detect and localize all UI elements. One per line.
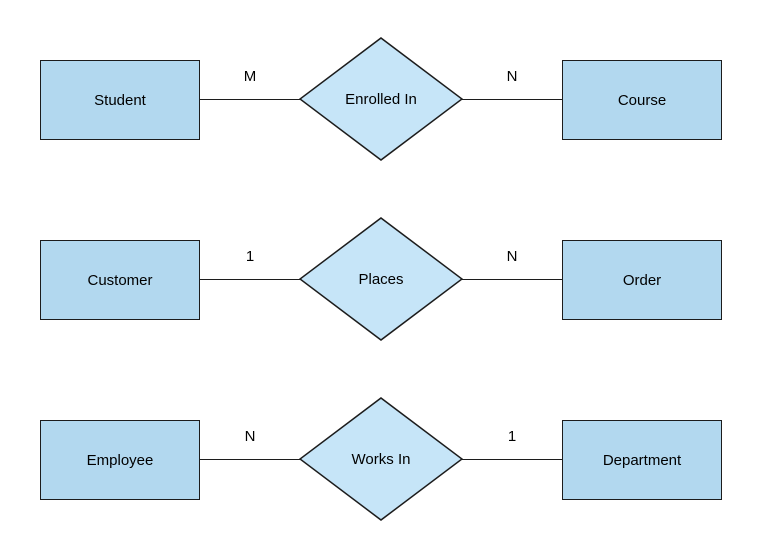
entity-employee-label: Employee: [86, 451, 154, 469]
er-row-customer-order: Customer 1 Places N Order: [0, 180, 761, 360]
connector-worksin-department: [462, 458, 562, 460]
cardinality-employee-side: N: [244, 428, 256, 445]
entity-customer-label: Customer: [87, 271, 153, 289]
entity-order-label: Order: [622, 271, 662, 289]
cardinality-course-side: N: [506, 68, 518, 85]
relationship-works-in-label: Works In: [351, 450, 411, 468]
cardinality-order-side: N: [506, 248, 518, 265]
entity-order: Order: [562, 240, 722, 320]
entity-customer: Customer: [40, 240, 200, 320]
entity-student: Student: [40, 60, 200, 140]
relationship-works-in: Works In: [299, 397, 463, 521]
entity-course: Course: [562, 60, 722, 140]
entity-department: Department: [562, 420, 722, 500]
connector-enrolledin-course: [462, 98, 562, 100]
connector-employee-worksin: [200, 458, 300, 460]
cardinality-department-side: 1: [507, 428, 517, 445]
diamond-shape: [299, 217, 463, 341]
entity-department-label: Department: [602, 451, 682, 469]
relationship-enrolled-in-label: Enrolled In: [345, 90, 417, 108]
connector-student-enrolledin: [200, 98, 300, 100]
connector-customer-places: [200, 278, 300, 280]
diamond-shape: [299, 37, 463, 161]
er-row-employee-department: Employee N Works In 1 Department: [0, 360, 761, 540]
cardinality-customer-side: 1: [245, 248, 255, 265]
er-row-student-course: Student M Enrolled In N Course: [0, 0, 761, 180]
relationship-enrolled-in: Enrolled In: [299, 37, 463, 161]
connector-places-order: [462, 278, 562, 280]
entity-course-label: Course: [617, 91, 667, 109]
entity-student-label: Student: [94, 91, 146, 109]
cardinality-student-side: M: [243, 68, 257, 85]
relationship-places: Places: [299, 217, 463, 341]
relationship-places-label: Places: [358, 270, 404, 288]
entity-employee: Employee: [40, 420, 200, 500]
diamond-shape: [299, 397, 463, 521]
